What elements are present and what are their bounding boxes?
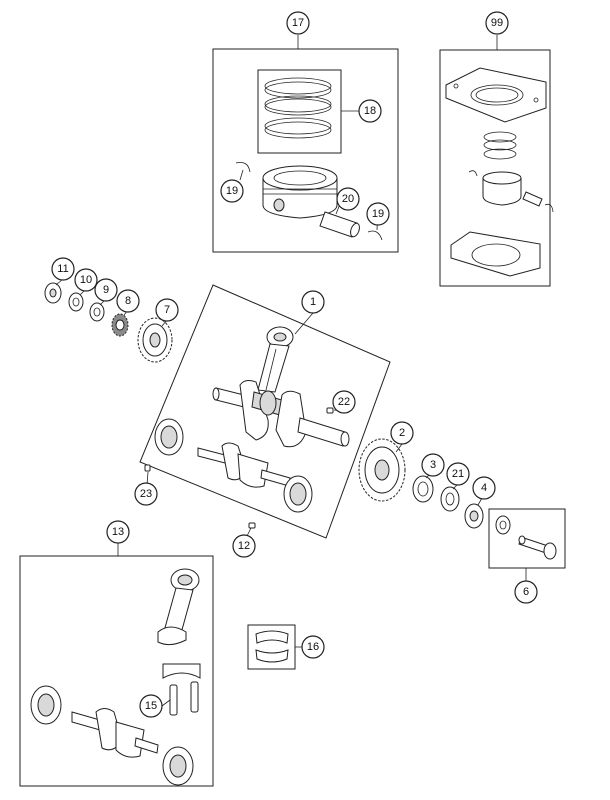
callout-21: 21 xyxy=(446,462,470,486)
callout-8: 8 xyxy=(116,289,140,313)
callout-6: 6 xyxy=(514,580,538,604)
bolt-drawing xyxy=(518,535,557,560)
nut-4-drawing xyxy=(464,503,484,529)
main-bearing-right-drawing xyxy=(283,475,313,513)
small-piston-drawing xyxy=(468,170,554,213)
circlip-right-drawing xyxy=(367,230,383,241)
piston-drawing xyxy=(262,165,338,219)
callout-23: 23 xyxy=(134,482,158,506)
callout-10: 10 xyxy=(74,268,98,292)
callout-2: 2 xyxy=(390,421,414,445)
svg-text:15: 15 xyxy=(145,700,157,712)
callout-99: 99 xyxy=(485,11,509,35)
main-bearing-left-drawing xyxy=(154,418,184,456)
spacer-bolt-box xyxy=(488,508,566,569)
svg-text:10: 10 xyxy=(80,274,92,286)
piston-kit-box xyxy=(212,48,399,253)
svg-text:2: 2 xyxy=(399,427,405,439)
svg-text:18: 18 xyxy=(364,105,376,117)
callout-1: 1 xyxy=(301,290,325,314)
assembly-bolts-drawing xyxy=(169,681,199,716)
svg-text:9: 9 xyxy=(103,284,109,296)
pin-22-drawing xyxy=(326,407,334,414)
svg-text:3: 3 xyxy=(430,459,436,471)
svg-text:13: 13 xyxy=(112,526,124,538)
crankshaft-small-drawing xyxy=(197,442,291,488)
pin-12-drawing xyxy=(248,522,256,529)
callout-13: 13 xyxy=(106,520,130,544)
bearing-cap-drawing xyxy=(162,663,201,679)
svg-text:16: 16 xyxy=(307,641,319,653)
bearing-shells-drawing xyxy=(255,630,289,663)
callout-16: 16 xyxy=(301,635,325,659)
svg-text:21: 21 xyxy=(452,468,464,480)
piston-rings-drawing xyxy=(264,77,332,139)
washer-21-drawing xyxy=(440,486,460,512)
crankshaft-assembly-box xyxy=(19,555,214,787)
svg-text:4: 4 xyxy=(481,482,487,494)
svg-text:99: 99 xyxy=(491,17,503,29)
svg-text:17: 17 xyxy=(292,17,304,29)
callout-3: 3 xyxy=(421,453,445,477)
callout-18: 18 xyxy=(358,99,382,123)
head-gasket-drawing xyxy=(445,67,547,123)
crankshaft-box xyxy=(139,284,391,539)
svg-text:1: 1 xyxy=(310,296,316,308)
connecting-rod-drawing xyxy=(257,326,294,393)
svg-text:23: 23 xyxy=(140,488,152,500)
callout-4: 4 xyxy=(472,476,496,500)
svg-text:11: 11 xyxy=(57,263,68,275)
assembly-conrod-drawing xyxy=(157,568,200,646)
svg-text:19: 19 xyxy=(226,185,238,197)
washer-3-drawing xyxy=(412,475,434,503)
svg-text:6: 6 xyxy=(523,586,529,598)
callout-12: 12 xyxy=(232,534,256,558)
gear-2-drawing xyxy=(358,438,406,502)
callout-19-left: 19 xyxy=(220,179,244,203)
svg-text:8: 8 xyxy=(125,295,131,307)
svg-text:12: 12 xyxy=(238,540,250,552)
callout-17: 17 xyxy=(286,11,310,35)
gear-8-drawing xyxy=(111,313,129,337)
gasket-rings-drawing xyxy=(483,131,517,160)
svg-text:19: 19 xyxy=(372,208,384,220)
assembly-bearing-right-drawing xyxy=(162,746,194,786)
assembly-bearing-left-drawing xyxy=(30,685,62,725)
base-gasket-drawing xyxy=(450,231,541,277)
crankshaft-drawing xyxy=(212,380,350,448)
piston-rings-box xyxy=(257,69,342,154)
gasket-set-box xyxy=(439,49,551,287)
svg-text:7: 7 xyxy=(164,304,170,316)
assembly-crankshaft-drawing xyxy=(71,708,159,758)
svg-text:22: 22 xyxy=(338,396,350,408)
circlip-left-drawing xyxy=(235,162,251,173)
nut-11-drawing xyxy=(44,282,62,304)
piston-pin-drawing xyxy=(319,211,360,238)
callout-19-right: 19 xyxy=(366,202,390,226)
washer-10-drawing xyxy=(68,292,84,312)
callout-20: 20 xyxy=(336,187,360,211)
callout-7: 7 xyxy=(155,298,179,322)
callout-9: 9 xyxy=(94,278,118,302)
pin-23-drawing xyxy=(144,464,151,472)
gear-7-drawing xyxy=(137,317,173,363)
washer-9-drawing xyxy=(89,302,105,322)
spacer-drawing xyxy=(495,515,511,535)
svg-text:20: 20 xyxy=(342,193,354,205)
callout-22: 22 xyxy=(332,390,356,414)
callout-15: 15 xyxy=(139,694,163,718)
callout-11: 11 xyxy=(51,257,75,281)
leader-lines xyxy=(55,35,527,707)
